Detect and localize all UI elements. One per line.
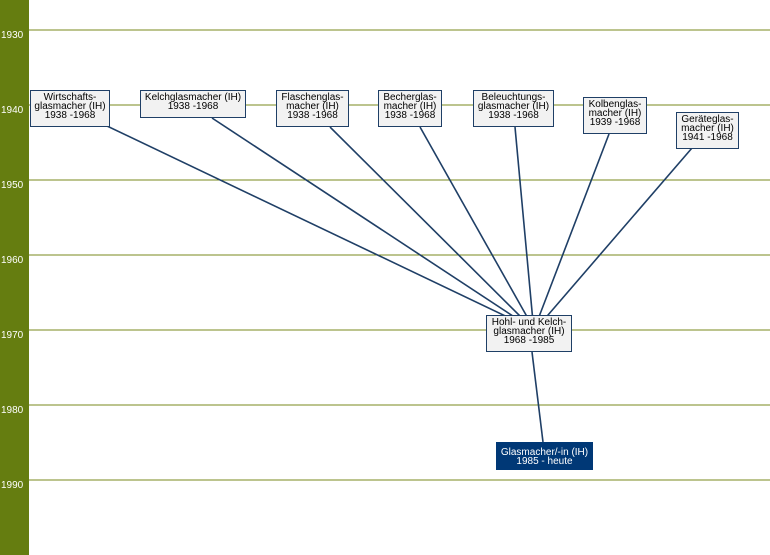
node-hohl-und-kelchglasmacher[interactable]: Hohl- und Kelch- glasmacher (IH) 1968 -1… (486, 315, 572, 352)
year-label-1970: 1970 (1, 330, 24, 341)
connector-line (541, 147, 693, 323)
node-line: Becherglas- (383, 92, 437, 103)
node-line: Wirtschafts- (43, 92, 97, 103)
node-line: macher (IH) (383, 101, 437, 112)
node-flaschenglasmacher[interactable]: Flaschenglas- macher (IH) 1938 -1968 (276, 90, 349, 127)
connector-line (514, 126, 534, 323)
node-line: Hohl- und Kelch- (491, 317, 567, 328)
node-becherglasmacher[interactable]: Becherglas- macher (IH) 1938 -1968 (378, 90, 442, 127)
node-line: glasmacher (IH) (34, 101, 106, 112)
node-line: macher (IH) (588, 108, 642, 119)
node-line: 1938 -1968 (287, 110, 338, 121)
node-kelchglasmacher[interactable]: Kelchglasmacher (IH) 1938 -1968 (140, 90, 246, 118)
year-label-1990: 1990 (1, 480, 24, 491)
node-geraeteglasmacher[interactable]: Geräteglas- macher (IH) 1941 -1968 (676, 112, 739, 149)
year-label-1930: 1930 (1, 30, 24, 41)
node-wirtschaftsglasmacher[interactable]: Wirtschafts- glasmacher (IH) 1938 -1968 (30, 90, 110, 127)
node-line: Beleuchtungs- (481, 92, 546, 103)
node-line: 1938 -1968 (167, 101, 219, 112)
node-beleuchtungsglasmacher[interactable]: Beleuchtungs- glasmacher (IH) 1938 -1968 (473, 90, 554, 127)
connector-line (106, 125, 519, 323)
year-label-1960: 1960 (1, 255, 24, 266)
node-line: 1985 - heute (516, 456, 573, 467)
connector-line (536, 133, 610, 323)
node-line: Kolbenglas- (588, 99, 642, 110)
node-line: 1938 -1968 (44, 110, 96, 121)
year-label-1980: 1980 (1, 405, 24, 416)
node-line: Kelchglasmacher (IH) (144, 92, 242, 103)
node-line: glasmacher (IH) (477, 101, 550, 112)
connector-line (329, 126, 527, 323)
node-line: macher (IH) (681, 123, 734, 134)
node-line: glasmacher (IH) (493, 326, 565, 337)
node-line: Geräteglas- (681, 114, 734, 125)
year-label-1950: 1950 (1, 180, 24, 191)
node-line: Glasmacher/-in (IH) (500, 447, 589, 458)
connector-line (211, 117, 523, 323)
node-line: 1939 -1968 (589, 117, 641, 128)
connector-line (531, 351, 544, 443)
node-line: 1938 -1968 (488, 110, 539, 121)
node-line: 1968 -1985 (503, 335, 555, 346)
node-line: 1941 -1968 (682, 132, 733, 143)
node-kolbenglasmacher[interactable]: Kolbenglas- macher (IH) 1939 -1968 (583, 97, 647, 134)
year-label-1940: 1940 (1, 105, 24, 116)
connector-line (419, 126, 531, 323)
node-glasmacher-in-current[interactable]: Glasmacher/-in (IH) 1985 - heute (496, 442, 593, 470)
timeline-sidebar: 1930 1940 1950 1960 1970 1980 1990 (0, 0, 29, 555)
node-line: macher (IH) (286, 101, 339, 112)
node-line: Flaschenglas- (281, 92, 344, 103)
node-line: 1938 -1968 (384, 110, 436, 121)
